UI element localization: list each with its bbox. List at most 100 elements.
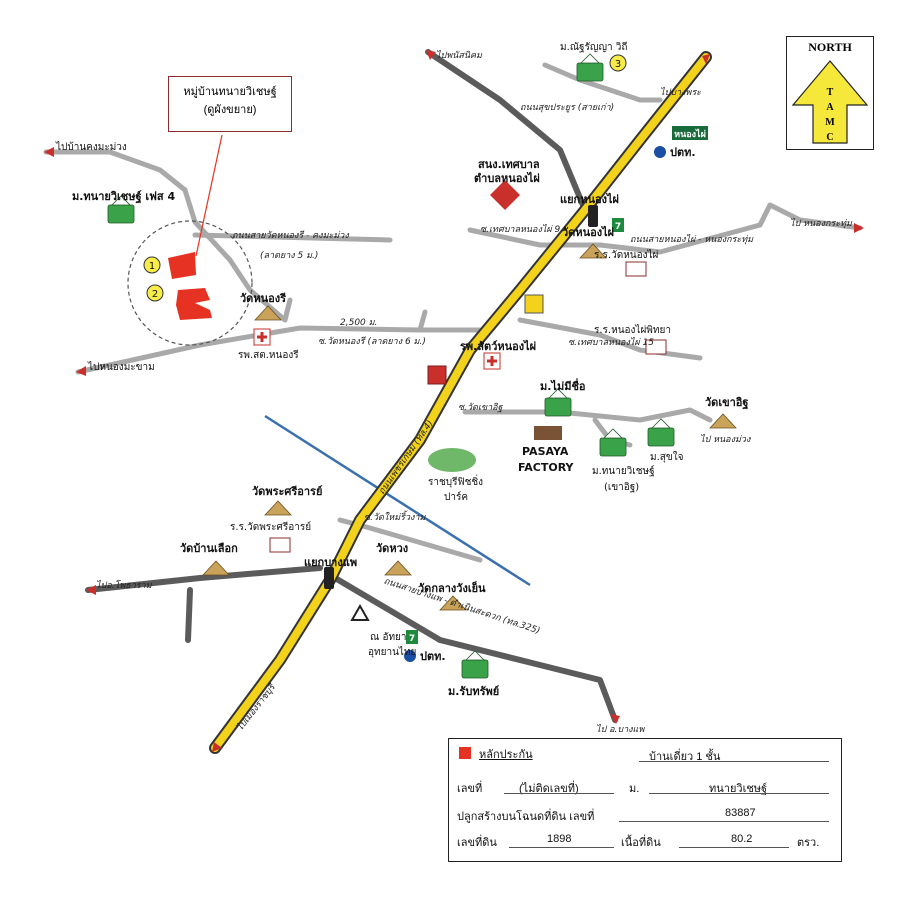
- svg-text:FACTORY: FACTORY: [518, 461, 575, 474]
- north-title: NORTH: [808, 40, 852, 54]
- svg-text:ไปพนัสนิคม: ไปพนัสนิคม: [436, 49, 483, 61]
- svg-text:PASAYA: PASAYA: [522, 445, 569, 458]
- svg-text:ไปอ.โพธาราม: ไปอ.โพธาราม: [96, 579, 153, 591]
- area-value: 80.2: [731, 833, 753, 845]
- canal: [264, 414, 531, 587]
- land-no-label: เลขที่ดิน: [457, 837, 497, 849]
- svg-text:1: 1: [149, 261, 155, 272]
- government-emblem-icon: [490, 180, 520, 210]
- house-no-value: (ไม่ติดเลขที่): [519, 783, 579, 795]
- school-icons: [269, 261, 667, 553]
- svg-text:ร.ร.หนองไผ่พิทยา: ร.ร.หนองไผ่พิทยา: [594, 324, 671, 336]
- svg-text:ถนนเพชรเกษม (ทล.4): ถนนเพชรเกษม (ทล.4): [377, 419, 436, 497]
- svg-text:รพ.สต.หนองรี: รพ.สต.หนองรี: [238, 349, 299, 361]
- svg-text:ถนนสายวัดหนองรี - คงมะม่วง: ถนนสายวัดหนองรี - คงมะม่วง: [232, 230, 349, 241]
- svg-text:รพ.สัตว์หนองไผ่: รพ.สัตว์หนองไผ่: [460, 339, 536, 353]
- svg-text:ซ.เทศบาลหนองไผ่ 9: ซ.เทศบาลหนองไผ่ 9: [480, 223, 561, 235]
- svg-text:หนองไผ่: หนองไผ่: [674, 128, 706, 140]
- svg-text:ณ อัทยา: ณ อัทยา: [370, 632, 407, 643]
- svg-text:วัดหวง: วัดหวง: [376, 542, 408, 555]
- marker-1: 1: [143, 256, 161, 274]
- svg-text:ไป หนองม่วง: ไป หนองม่วง: [700, 433, 751, 445]
- moo-label: ม.: [629, 783, 640, 795]
- svg-text:(ลาดยาง 5 ม.): (ลาดยาง 5 ม.): [260, 251, 318, 261]
- marker-3: 3: [609, 54, 627, 72]
- seven-eleven-icon-2: [406, 630, 418, 644]
- land-no-value: 1898: [547, 833, 572, 845]
- svg-text:ซ.วัดเขาอิฐ: ซ.วัดเขาอิฐ: [458, 402, 504, 413]
- shop-icon: [427, 365, 447, 385]
- svg-text:ม.ทนายวิเชษฐ์: ม.ทนายวิเชษฐ์: [592, 465, 655, 477]
- marker-2: 2: [146, 284, 164, 302]
- village-value: ทนายวิเชษฐ์: [709, 783, 768, 795]
- svg-text:ไปบางพระ: ไปบางพระ: [660, 86, 702, 98]
- property-site: [168, 252, 212, 320]
- compass-letter-t: T: [827, 87, 834, 98]
- hospital-icons: [253, 328, 501, 370]
- village-callout: หมู่บ้านทนายวิเชษฐ์ (ดูผังขยาย): [168, 76, 292, 132]
- area-unit: ตรว.: [797, 837, 820, 849]
- svg-text:วัดกลางวังเย็น: วัดกลางวังเย็น: [418, 581, 486, 595]
- compass-letter-c: C: [826, 132, 833, 143]
- svg-text:อุทยานไทย: อุทยานไทย: [368, 646, 416, 658]
- svg-text:ถนนสุขประยูร (สายเก่า): ถนนสุขประยูร (สายเก่า): [520, 103, 614, 113]
- svg-text:ม.ทนายวิเชษฐ์ เฟส 4: ม.ทนายวิเชษฐ์ เฟส 4: [72, 190, 175, 204]
- svg-text:วัดหนองรี: วัดหนองรี: [240, 292, 286, 305]
- fishing-park-icon: [428, 448, 476, 472]
- north-compass: NORTH T A M C: [786, 36, 874, 150]
- svg-text:แยกบางแพ: แยกบางแพ: [304, 556, 357, 569]
- svg-text:ซ.วัดหนองรี (ลาดยาง 6 ม.): ซ.วัดหนองรี (ลาดยาง 6 ม.): [318, 336, 426, 347]
- legend-type: บ้านเดี่ยว 1 ชั้น: [649, 751, 721, 763]
- svg-text:ม.ณัฐรัญญา วิถี: ม.ณัฐรัญญา วิถี: [560, 41, 627, 53]
- svg-text:ตำบลหนองไผ่: ตำบลหนองไผ่: [474, 171, 540, 185]
- svg-text:ซ.เทศบาลหนองไผ่ 15: ซ.เทศบาลหนองไผ่ 15: [568, 336, 654, 348]
- north-arrow-icon: T A M C: [791, 60, 869, 144]
- svg-text:ปตท.: ปตท.: [670, 146, 696, 159]
- traffic-light-icons: [324, 205, 598, 589]
- seven-eleven-icon: [612, 218, 624, 232]
- deed-value: 83887: [725, 807, 756, 819]
- shop-icon-nongpho: [672, 126, 708, 140]
- svg-text:ไป อ.บางแพ: ไป อ.บางแพ: [596, 723, 645, 735]
- compass-letter-a: A: [826, 102, 834, 113]
- bank-icon: [524, 294, 544, 314]
- svg-text:ร.ร.วัดหนองไผ่: ร.ร.วัดหนองไผ่: [594, 249, 659, 261]
- svg-text:ไป หนองกระทุ่ม: ไป หนองกระทุ่ม: [790, 217, 853, 229]
- svg-text:ไปบ้านคงมะม่วง: ไปบ้านคงมะม่วง: [55, 141, 127, 153]
- area-label: เนื้อที่ดิน: [621, 837, 661, 849]
- svg-text:ปตท.: ปตท.: [420, 650, 446, 663]
- legend-title: หลักประกัน: [479, 749, 533, 761]
- camp-icon: [350, 603, 370, 621]
- house-no-label: เลขที่: [457, 783, 483, 795]
- deed-label: ปลูกสร้างบนโฉนดที่ดิน เลขที่: [457, 811, 595, 823]
- ptt-icon: [654, 146, 666, 158]
- svg-text:ม.สุขใจ: ม.สุขใจ: [650, 451, 684, 463]
- factory-icon: [534, 426, 562, 440]
- road-end-arrows: [44, 50, 864, 752]
- svg-text:ไปหนองมะขาม: ไปหนองมะขาม: [87, 361, 155, 373]
- svg-text:(เขาอิฐ): (เขาอิฐ): [604, 482, 639, 493]
- ptt-icon-2: [404, 650, 416, 662]
- legend-swatch: [459, 747, 471, 759]
- collateral-legend: หลักประกัน บ้านเดี่ยว 1 ชั้น เลขที่ (ไม่…: [448, 738, 842, 862]
- svg-text:ร.ร.วัดพระศรีอารย์: ร.ร.วัดพระศรีอารย์: [230, 521, 311, 533]
- svg-text:ซ.วัดใหม่ริ้วงาม: ซ.วัดใหม่ริ้วงาม: [364, 510, 426, 523]
- main-local-roads: [85, 49, 618, 723]
- enlarge-circle: [127, 220, 253, 346]
- svg-text:ม.รับทรัพย์: ม.รับทรัพย์: [448, 685, 499, 698]
- svg-text:2,500 ม.: 2,500 ม.: [340, 318, 377, 328]
- svg-text:ม.ไม่มีชื่อ: ม.ไม่มีชื่อ: [540, 378, 586, 393]
- svg-text:วัดหนองไผ่: วัดหนองไผ่: [562, 225, 614, 239]
- svg-text:7: 7: [409, 634, 415, 644]
- svg-text:วัดบ้านเลือก: วัดบ้านเลือก: [180, 542, 238, 555]
- svg-text:2: 2: [152, 289, 158, 300]
- svg-text:3: 3: [615, 59, 621, 70]
- svg-text:แยกหนองไผ่: แยกหนองไผ่: [560, 192, 619, 206]
- svg-text:ราชบุรีฟิชชิ่ง: ราชบุรีฟิชชิ่ง: [428, 474, 483, 488]
- svg-text:วัดพระศรีอารย์: วัดพระศรีอารย์: [252, 485, 322, 498]
- svg-text:ปาร์ค: ปาร์ค: [444, 491, 468, 503]
- village-note: (ดูผังขยาย): [203, 104, 257, 116]
- svg-text:ถนนสายหนองไผ่ - หนองกระทุ่ม: ถนนสายหนองไผ่ - หนองกระทุ่ม: [630, 233, 754, 245]
- village-name: หมู่บ้านทนายวิเชษฐ์: [183, 86, 277, 98]
